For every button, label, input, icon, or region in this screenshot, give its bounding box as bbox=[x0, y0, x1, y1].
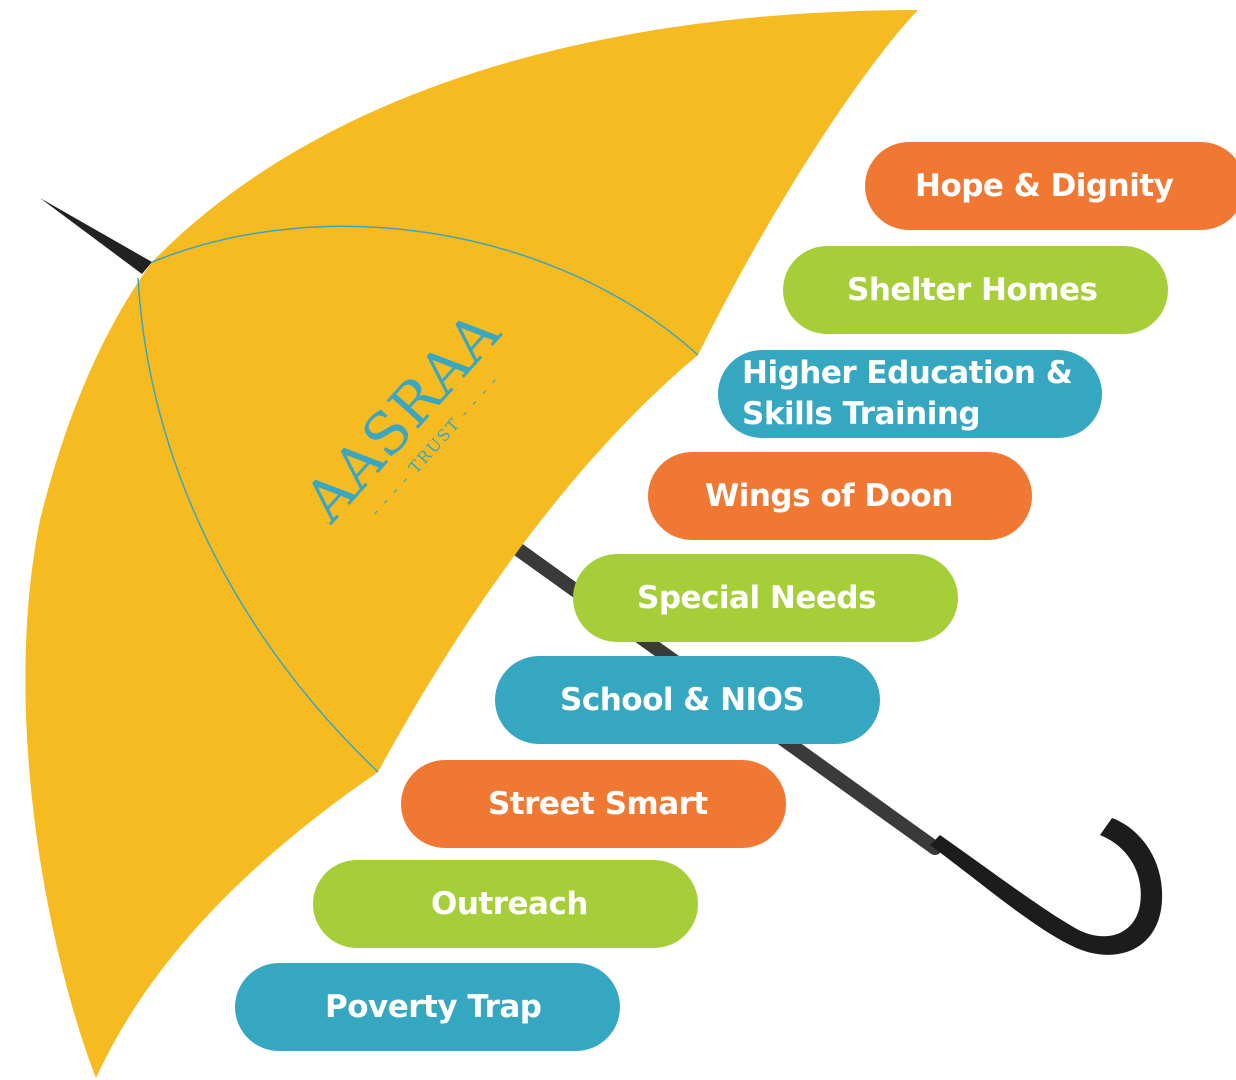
umbrella-rib bbox=[137, 277, 379, 773]
program-street-smart: Street Smart bbox=[401, 760, 786, 848]
program-outreach: Outreach bbox=[313, 860, 698, 948]
program-poverty-trap: Poverty Trap bbox=[235, 963, 620, 1051]
umbrella-rib bbox=[151, 225, 699, 356]
program-label: Wings of Doon bbox=[705, 478, 953, 514]
umbrella-canopy bbox=[25, 10, 919, 1078]
program-label: Special Needs bbox=[637, 580, 877, 616]
program-special-needs: Special Needs bbox=[573, 554, 958, 642]
program-label-line2: Skills Training bbox=[742, 396, 981, 432]
umbrella-tip bbox=[40, 198, 152, 274]
program-wings-of-doon: Wings of Doon bbox=[648, 452, 1032, 540]
umbrella-handle bbox=[930, 818, 1163, 955]
program-label: Outreach bbox=[431, 886, 588, 922]
program-label: Shelter Homes bbox=[847, 272, 1098, 308]
program-hope-dignity: Hope & Dignity bbox=[865, 142, 1236, 230]
program-school-nios: School & NIOS bbox=[495, 656, 880, 744]
program-shelter-homes: Shelter Homes bbox=[783, 246, 1168, 334]
program-label-line1: Higher Education & bbox=[742, 355, 1073, 391]
program-label: Hope & Dignity bbox=[915, 168, 1174, 204]
program-higher-education: Higher Education & Skills Training bbox=[718, 350, 1102, 438]
program-label: School & NIOS bbox=[560, 682, 805, 718]
program-label: Poverty Trap bbox=[325, 989, 542, 1025]
program-label: Street Smart bbox=[488, 786, 708, 822]
